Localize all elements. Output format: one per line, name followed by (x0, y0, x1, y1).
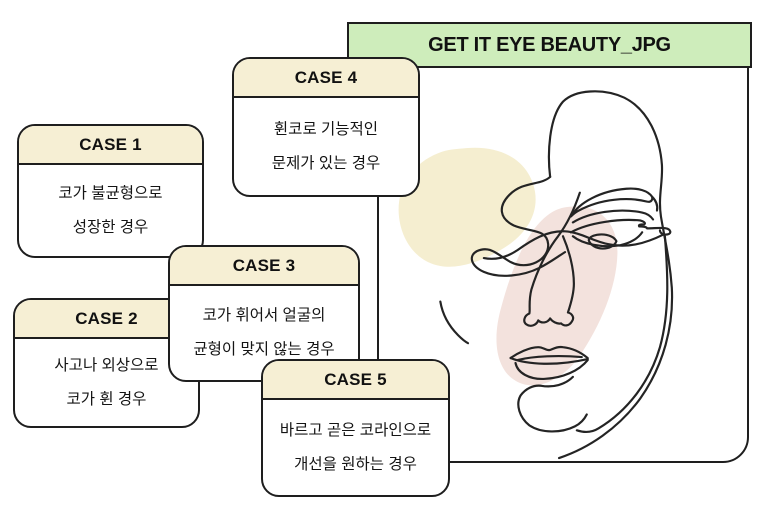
case-card-1-line-2: 성장한 경우 (72, 218, 149, 236)
case-card-3-label: CASE 3 (232, 255, 296, 275)
title-bar: GET IT EYE BEAUTY_JPG (347, 22, 752, 68)
case-card-4-label: CASE 4 (294, 67, 358, 87)
case-card-3: CASE 3 코가 휘어서 얼굴의 균형이 맞지 않는 경우 (168, 245, 360, 382)
case-card-5-line-2: 개선을 원하는 경우 (294, 455, 417, 473)
case-card-5: CASE 5 바르고 곧은 코라인으로 개선을 원하는 경우 (261, 359, 450, 497)
case-card-3-line-1: 코가 휘어서 얼굴의 (202, 307, 326, 324)
case-card-2-body: 사고나 외상으로 코가 휜 경우 (15, 339, 198, 426)
case-card-2-label: CASE 2 (75, 308, 138, 328)
case-card-4-body: 휜코로 기능적인 문제가 있는 경우 (234, 98, 418, 195)
case-card-5-line-1: 바르고 곧은 코라인으로 (279, 421, 432, 439)
case-card-4-header: CASE 4 (234, 59, 418, 98)
case-card-1-line-1: 코가 불균형으로 (58, 184, 163, 202)
case-card-1-label: CASE 1 (79, 134, 142, 154)
case-card-5-label: CASE 5 (324, 369, 387, 389)
case-card-3-line-2: 균형이 맞지 않는 경우 (193, 341, 335, 358)
case-card-2-line-2: 코가 휜 경우 (66, 390, 147, 408)
face-line-art-illustration (398, 90, 674, 460)
pink-blob-shape (496, 206, 618, 386)
case-card-1: CASE 1 코가 불균형으로 성장한 경우 (17, 124, 204, 258)
yellow-blob-shape (398, 147, 536, 267)
case-card-3-body: 코가 휘어서 얼굴의 균형이 맞지 않는 경우 (170, 286, 358, 380)
case-card-4-line-2: 문제가 있는 경우 (271, 154, 381, 172)
case-card-5-body: 바르고 곧은 코라인으로 개선을 원하는 경우 (263, 400, 448, 495)
case-card-1-body: 코가 불균형으로 성장한 경우 (19, 165, 202, 256)
title-text: GET IT EYE BEAUTY_JPG (428, 33, 671, 56)
case-card-2-header: CASE 2 (15, 300, 198, 339)
case-card-4: CASE 4 휜코로 기능적인 문제가 있는 경우 (232, 57, 420, 197)
case-card-4-line-1: 휜코로 기능적인 (273, 120, 379, 138)
case-card-2-line-1: 사고나 외상으로 (54, 356, 159, 374)
case-card-3-header: CASE 3 (170, 247, 358, 286)
case-card-1-header: CASE 1 (19, 126, 202, 165)
case-card-5-header: CASE 5 (263, 361, 448, 400)
